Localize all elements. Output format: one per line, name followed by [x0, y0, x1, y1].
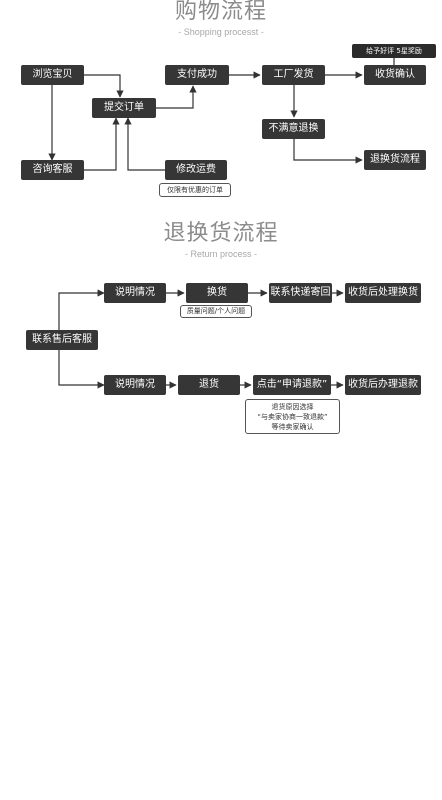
node-process-exchange: 收货后处理换货 [345, 283, 421, 303]
node-pay: 支付成功 [165, 65, 229, 85]
node-explain-refund: 说明情况 [104, 375, 166, 395]
node-return-flow: 退换货流程 [364, 150, 426, 170]
note-discount-only: 仅限有优惠的订单 [159, 183, 231, 197]
shopping-title: 购物流程 [174, 0, 267, 24]
note-quality-personal: 质量问题/个人问题 [180, 305, 252, 318]
edge-consult-submit [84, 117, 120, 171]
edge-contact-branch-top [58, 289, 105, 330]
edge-submit-pay [156, 85, 197, 109]
returns-subtitle: - Return process - [184, 249, 258, 259]
edge-browse-submit [84, 74, 124, 98]
node-consult: 咨询客服 [21, 160, 84, 180]
node-factory: 工厂发货 [262, 65, 325, 85]
node-process-refund: 收货后办理退款 [345, 375, 421, 395]
node-unsatisfied: 不满意退换 [262, 119, 325, 139]
node-modify-shipping: 修改运费 [165, 160, 227, 180]
edge-modify-submit [124, 117, 165, 171]
node-contact-service: 联系售后客服 [26, 330, 98, 350]
node-exchange: 换货 [186, 283, 248, 303]
note-refund-reason: 退货原因选择 “与卖家协商一致退款” 等待卖家确认 [245, 399, 340, 434]
note-refund-line: 等待卖家确认 [271, 423, 314, 431]
node-receive: 收货确认 [364, 65, 426, 85]
node-explain-exchange: 说明情况 [104, 283, 166, 303]
edge-contact-branch-bottom [58, 350, 105, 389]
node-refund: 退货 [178, 375, 240, 395]
node-submit-order: 提交订单 [92, 98, 156, 118]
node-browse: 浏览宝贝 [21, 65, 84, 85]
node-apply-refund: 点击“申请退款” [253, 375, 331, 395]
edge-unsatisfied-return [293, 139, 363, 164]
shopping-subtitle: - Shopping processt - [178, 27, 264, 37]
returns-title: 退换货流程 [163, 221, 279, 246]
reward-badge: 给予好评 5星奖励 [352, 44, 436, 58]
node-express-return: 联系快递寄回 [269, 283, 332, 303]
note-refund-line: “与卖家协商一致退款” [257, 413, 328, 421]
note-refund-line: 退货原因选择 [271, 403, 314, 411]
